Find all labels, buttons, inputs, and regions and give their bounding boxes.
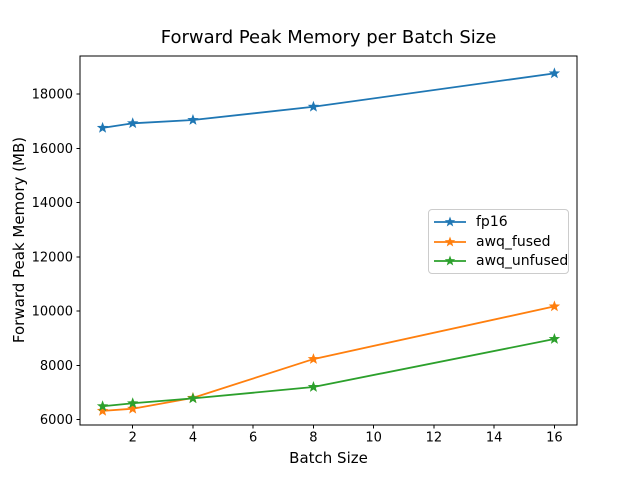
x-tick-label: 16 <box>546 431 563 446</box>
marker-fp16 <box>96 121 109 133</box>
y-tick-label: 8000 <box>40 359 73 374</box>
x-axis-label: Batch Size <box>289 449 368 467</box>
legend-label: awq_unfused <box>476 253 569 270</box>
marker-awq_unfused <box>187 392 199 404</box>
legend-sample-marker <box>444 255 456 266</box>
marker-awq_unfused <box>127 397 139 409</box>
series-line-awq_unfused <box>101 338 556 408</box>
marker-fp16 <box>548 67 561 79</box>
y-tick-label: 12000 <box>32 250 73 265</box>
chart-title: Forward Peak Memory per Batch Size <box>160 27 497 48</box>
x-tick-label: 6 <box>249 431 257 446</box>
x-tick-label: 12 <box>426 431 443 446</box>
y-tick-label: 14000 <box>32 196 73 211</box>
marker-awq_fused <box>548 300 561 312</box>
legend-label: awq_fused <box>476 233 551 250</box>
legend-sample-line <box>434 236 466 246</box>
legend-sample-marker <box>444 216 456 227</box>
x-tick-label: 8 <box>309 431 317 446</box>
marker-awq_fused <box>127 402 139 414</box>
y-tick-label: 16000 <box>32 142 73 157</box>
y-tick-label: 6000 <box>40 413 73 428</box>
x-tick-label: 4 <box>189 431 197 446</box>
y-axis-label: Forward Peak Memory (MB) <box>10 136 28 344</box>
marker-awq_fused <box>96 404 109 416</box>
y-tick-label: 10000 <box>32 305 73 320</box>
legend-sample-line <box>434 216 466 227</box>
marker-fp16 <box>127 117 139 129</box>
marker-fp16 <box>187 114 199 125</box>
legend-sample-line <box>434 255 466 266</box>
x-tick-label: 14 <box>486 431 503 446</box>
marker-fp16 <box>307 100 320 112</box>
y-tick-label: 18000 <box>32 87 73 102</box>
series-line-awq_fused <box>101 305 556 412</box>
legend-entry-awq-fused: awq_fused <box>433 232 564 252</box>
x-tick-label: 2 <box>129 431 137 446</box>
marker-awq_unfused <box>307 381 320 392</box>
legend: fp16 awq_fused awq_unfused <box>428 209 569 274</box>
legend-entry-fp16: fp16 <box>433 212 564 232</box>
legend-sample-marker <box>444 236 456 246</box>
legend-label: fp16 <box>476 213 508 230</box>
legend-entry-awq-unfused: awq_unfused <box>433 251 568 271</box>
series-line-fp16 <box>101 72 556 129</box>
x-tick-label: 10 <box>365 431 382 446</box>
plot-border <box>79 55 578 426</box>
marker-awq_fused <box>307 353 320 364</box>
marker-awq_unfused <box>96 400 109 412</box>
marker-awq_unfused <box>548 332 561 344</box>
